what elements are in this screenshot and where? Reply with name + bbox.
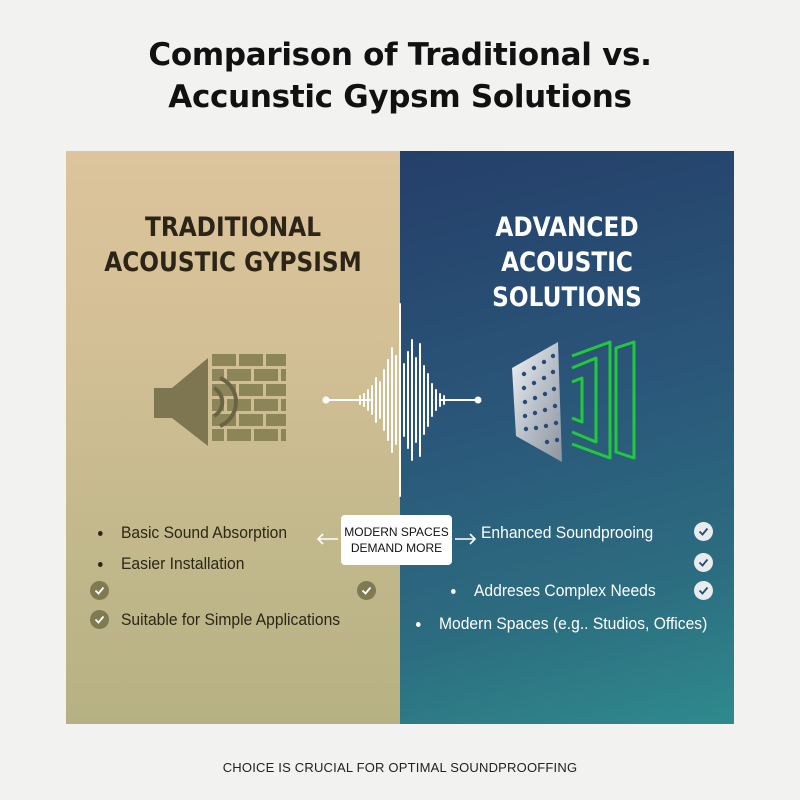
traditional-item-2: Easier Installation bbox=[98, 553, 244, 575]
bullet-icon bbox=[451, 588, 456, 594]
advanced-item-label: Addreses Complex Needs bbox=[474, 581, 656, 600]
check-icon bbox=[357, 581, 376, 600]
check-icon bbox=[90, 581, 109, 600]
bullet-icon bbox=[98, 561, 103, 567]
advanced-heading: ADVANCED ACOUSTIC SOLUTIONS bbox=[423, 210, 710, 315]
page-title: Comparison of Traditional vs. Accunstic … bbox=[0, 34, 800, 118]
advanced-item-label: Enhanced Soundprooing bbox=[481, 523, 654, 542]
advanced-heading-line-1: ADVANCED bbox=[495, 212, 639, 243]
callout-line-1: MODERN SPACES bbox=[344, 525, 449, 539]
traditional-heading-line-2: ACOUSTIC GYPSISM bbox=[104, 247, 362, 278]
speaker-brick-wall-icon bbox=[154, 354, 286, 446]
sound-wave-icon bbox=[322, 303, 482, 497]
callout-box: MODERN SPACES DEMAND MORE bbox=[341, 515, 452, 565]
advanced-item-1: Enhanced Soundprooing bbox=[481, 522, 653, 544]
traditional-heading-line-1: TRADITIONAL bbox=[144, 212, 322, 243]
advanced-panel: ADVANCED ACOUSTIC SOLUTIONS bbox=[400, 151, 734, 724]
advanced-item-3: Modern Spaces (e.g.. Studios, Offices) bbox=[416, 613, 707, 635]
arrow-left-icon bbox=[316, 533, 338, 545]
traditional-item-3: Suitable for Simple Applications bbox=[121, 609, 340, 631]
advanced-heading-line-2: ACOUSTIC SOLUTIONS bbox=[492, 247, 642, 313]
traditional-item-label: Suitable for Simple Applications bbox=[121, 610, 341, 629]
arrow-right-icon bbox=[455, 533, 477, 545]
callout-line-2: DEMAND MORE bbox=[350, 541, 443, 555]
advanced-item-label: Modern Spaces (e.g.. Studios, Offices) bbox=[439, 614, 708, 633]
check-icon bbox=[90, 610, 109, 629]
traditional-item-label: Easier Installation bbox=[121, 554, 245, 573]
traditional-heading: TRADITIONAL ACOUSTIC GYPSISM bbox=[89, 210, 376, 280]
perforated-panel-acoustic-waves-icon bbox=[512, 340, 636, 462]
check-icon bbox=[694, 553, 713, 572]
bullet-icon bbox=[98, 530, 103, 536]
footer-caption: CHOICE IS CRUCIAL FOR OPTIMAL SOUNDPROOF… bbox=[222, 760, 578, 775]
traditional-item-1: Basic Sound Absorption bbox=[98, 522, 287, 544]
title-line-1: Comparison of Traditional vs. bbox=[148, 37, 652, 73]
title-line-2: Accunstic Gypsm Solutions bbox=[168, 79, 632, 115]
advanced-item-2: Addreses Complex Needs bbox=[451, 580, 656, 602]
bullet-icon bbox=[416, 621, 421, 627]
check-icon bbox=[694, 581, 713, 600]
traditional-item-label: Basic Sound Absorption bbox=[121, 523, 288, 542]
check-icon bbox=[694, 522, 713, 541]
